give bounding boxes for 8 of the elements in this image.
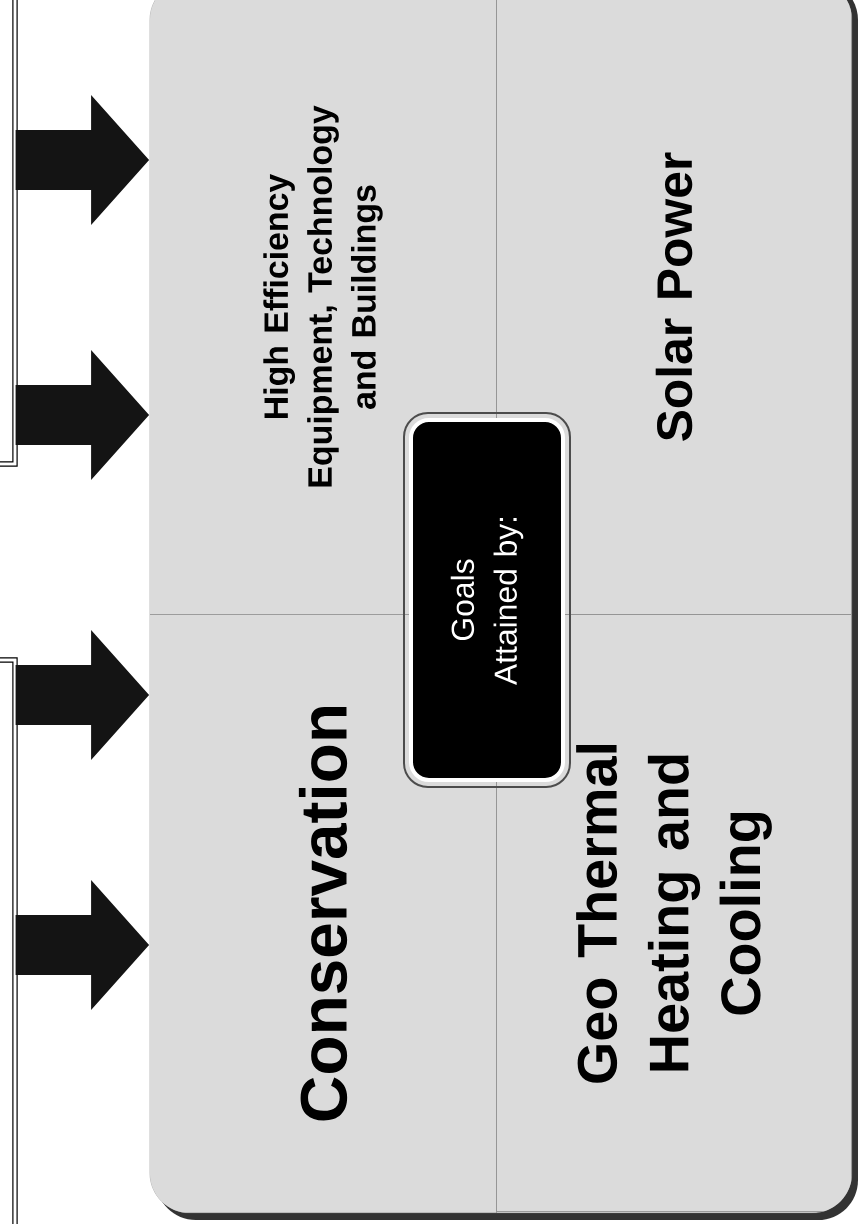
block-arrow [15, 350, 150, 480]
goal-box: Goals Attained by: [403, 412, 571, 788]
bracket-box [0, 0, 18, 467]
block-arrow [15, 630, 150, 760]
block-arrow [15, 880, 150, 1010]
block-arrow [15, 95, 150, 225]
node-label: Conservation [298, 707, 348, 1121]
bracket-box [0, 657, 18, 1224]
